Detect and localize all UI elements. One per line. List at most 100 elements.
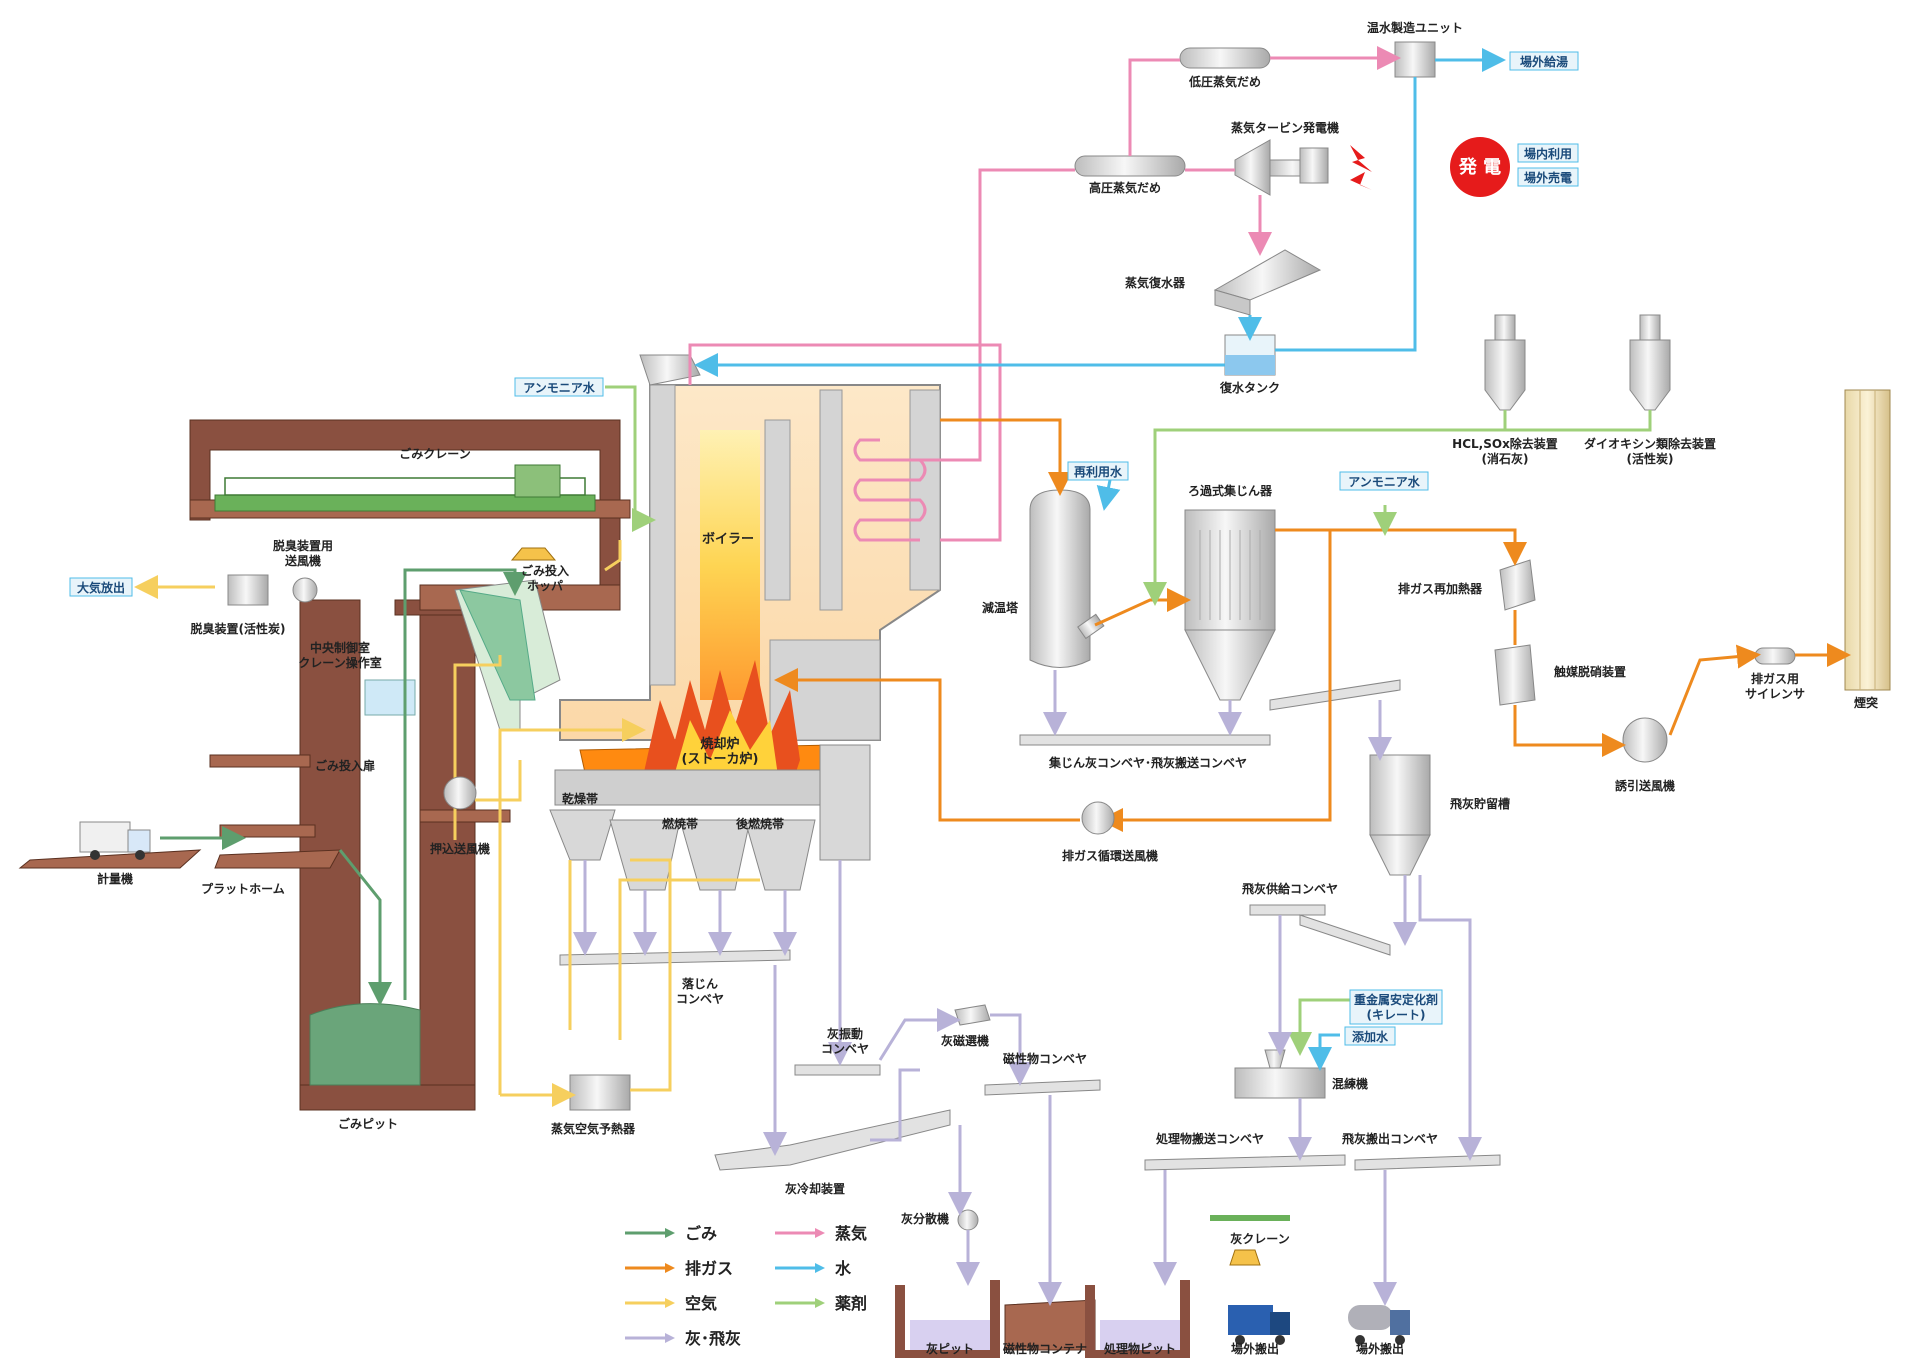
chimney-stack xyxy=(1844,389,1891,691)
exhaust-silencer xyxy=(1754,647,1796,665)
lightning-icon xyxy=(1350,145,1372,190)
label-hopper-1: ごみ投入 xyxy=(521,563,569,578)
label-dust-conveyor: 集じん灰コンベヤ･飛灰搬送コンベヤ xyxy=(1048,755,1247,770)
label-boiler: ボイラー xyxy=(702,531,754,547)
control-room-window xyxy=(364,679,416,716)
label-treated-conveyor: 処理物搬送コンベヤ xyxy=(1155,1131,1264,1146)
label-deodorizer-fan-2: 送風機 xyxy=(284,553,321,568)
kneader-machine xyxy=(1234,1049,1326,1099)
flue-gas-flow-lines xyxy=(774,418,1851,832)
label-ash-vibrating-2: コンベヤ xyxy=(821,1042,869,1056)
treated-conveyor xyxy=(1144,1154,1346,1171)
water-flow-lines xyxy=(694,48,1506,1071)
label-ash-magnetic-separator: 灰磁選機 xyxy=(941,1033,989,1048)
label-platform: プラットホーム xyxy=(201,881,285,896)
label-combustion-zone: 燃焼帯 xyxy=(662,816,698,831)
legend-arrow-icon xyxy=(815,1298,825,1308)
legend-label: 灰･飛灰 xyxy=(685,1329,741,1348)
label-refuse-pit: ごみピット xyxy=(338,1116,398,1131)
tag-additive-water: 添加水 xyxy=(1344,1026,1396,1046)
tag-ammonia-water-right: アンモニア水 xyxy=(1339,471,1429,491)
label-weighbridge: 計量機 xyxy=(97,871,133,886)
boiler-body xyxy=(559,384,941,741)
label-control-room-1: 中央制御室 xyxy=(310,640,370,655)
garbage-truck-icon xyxy=(79,821,151,860)
svg-text:アンモニア水: アンモニア水 xyxy=(523,380,596,395)
svg-text:大気放出: 大気放出 xyxy=(77,580,125,595)
bag-filter xyxy=(1184,509,1276,701)
label-ash-crane: 灰クレーン xyxy=(1230,1231,1289,1246)
label-fly-ash-out-conveyor: 飛灰搬出コンベヤ xyxy=(1341,1131,1438,1146)
label-ash-pit: 灰ピット xyxy=(926,1341,974,1356)
hcl-sox-removal-silo xyxy=(1484,314,1526,411)
steam-flow-lines xyxy=(688,46,1401,542)
tag-atmosphere-release: 大気放出 xyxy=(69,577,133,597)
label-steam-air-preheater: 蒸気空気予熱器 xyxy=(551,1121,636,1136)
dioxin-removal-silo xyxy=(1629,314,1671,411)
svg-text:添加水: 添加水 xyxy=(1352,1029,1389,1044)
legend-label: 排ガス xyxy=(685,1259,733,1278)
label-ash-vibrating-1: 灰振動 xyxy=(827,1026,863,1041)
dump-truck-icon xyxy=(1228,1305,1290,1345)
ash-pit xyxy=(895,1280,1000,1358)
legend-label: 空気 xyxy=(685,1294,717,1313)
label-dioxin-1: ダイオキシン類除去装置 xyxy=(1584,436,1716,451)
condensate-tank xyxy=(1224,334,1276,376)
label-offsite-out-1: 場外搬出 xyxy=(1231,1341,1279,1356)
refuse-crane xyxy=(214,464,596,561)
label-siftings-2: コンベヤ xyxy=(676,992,724,1006)
magnetic-conveyor xyxy=(984,1079,1101,1096)
label-drying-zone: 乾燥帯 xyxy=(562,791,598,806)
legend-item: 蒸気 xyxy=(775,1224,867,1243)
label-hcl-sox-2: (消石灰) xyxy=(1482,451,1529,466)
tag-ammonia-water-left: アンモニア水 xyxy=(514,377,604,397)
label-hopper-2: ホッパ xyxy=(527,579,563,593)
tanker-truck-icon xyxy=(1348,1305,1410,1345)
label-incinerator-2: (ストーカ炉) xyxy=(682,751,759,767)
label-refuse-crane: ごみクレーン xyxy=(399,446,470,461)
tag-onsite-use: 場内利用 xyxy=(1517,143,1579,163)
label-bag-filter: ろ過式集じん器 xyxy=(1188,483,1273,498)
label-hot-water-unit: 温水製造ユニット xyxy=(1367,20,1463,35)
legend-item: 空気 xyxy=(625,1294,717,1313)
label-forced-draft-fan: 押込送風機 xyxy=(430,841,490,856)
label-gas-reheater: 排ガス再加熱器 xyxy=(1398,581,1483,596)
ash-flow-lines xyxy=(573,670,1482,1306)
deodorizer-fan xyxy=(292,577,318,603)
svg-text:(キレート): (キレート) xyxy=(1367,1008,1426,1022)
label-exhaust-silencer-2: サイレンサ xyxy=(1745,687,1805,701)
legend-label: 水 xyxy=(835,1259,852,1278)
label-fly-ash-silo: 飛灰貯留槽 xyxy=(1449,796,1510,811)
label-dioxin-2: (活性炭) xyxy=(1627,451,1674,466)
steam-air-preheater xyxy=(569,1074,631,1111)
legend-item: 水 xyxy=(775,1259,852,1278)
label-kneader: 混練機 xyxy=(1332,1076,1368,1091)
legend-arrow-icon xyxy=(665,1228,675,1238)
refuse-hopper xyxy=(454,579,561,731)
forced-draft-fan xyxy=(443,776,477,810)
label-induced-draft-fan: 誘引送風機 xyxy=(1615,778,1675,793)
legend-arrow-icon xyxy=(815,1263,825,1273)
furnace-grate xyxy=(554,769,836,806)
legend-arrow-icon xyxy=(665,1333,675,1343)
hot-water-unit xyxy=(1394,41,1436,78)
label-siftings-1: 落じん xyxy=(682,976,718,991)
fly-ash-out-conveyor xyxy=(1354,1154,1501,1171)
label-cooling-tower: 減温塔 xyxy=(982,600,1019,615)
siftings-conveyor xyxy=(559,949,791,966)
svg-text:場外給湯: 場外給湯 xyxy=(1520,54,1568,69)
low-pressure-header xyxy=(1179,47,1271,69)
deodorizer-unit xyxy=(227,574,269,606)
label-gas-recirc-fan: 排ガス循環送風機 xyxy=(1062,848,1158,863)
label-fly-ash-feed-conveyor: 飛灰供給コンベヤ xyxy=(1241,881,1338,896)
catalytic-denox xyxy=(1494,644,1536,706)
boiler-coils xyxy=(853,438,927,542)
svg-text:再利用水: 再利用水 xyxy=(1074,464,1123,479)
tag-offsite-sale: 場外売電 xyxy=(1517,167,1579,187)
legend-arrow-icon xyxy=(665,1298,675,1308)
chemical-flow-lines xyxy=(605,385,1652,1056)
label-post-combustion-zone: 後燃焼帯 xyxy=(736,816,784,831)
power-generation-badge xyxy=(1450,137,1510,197)
